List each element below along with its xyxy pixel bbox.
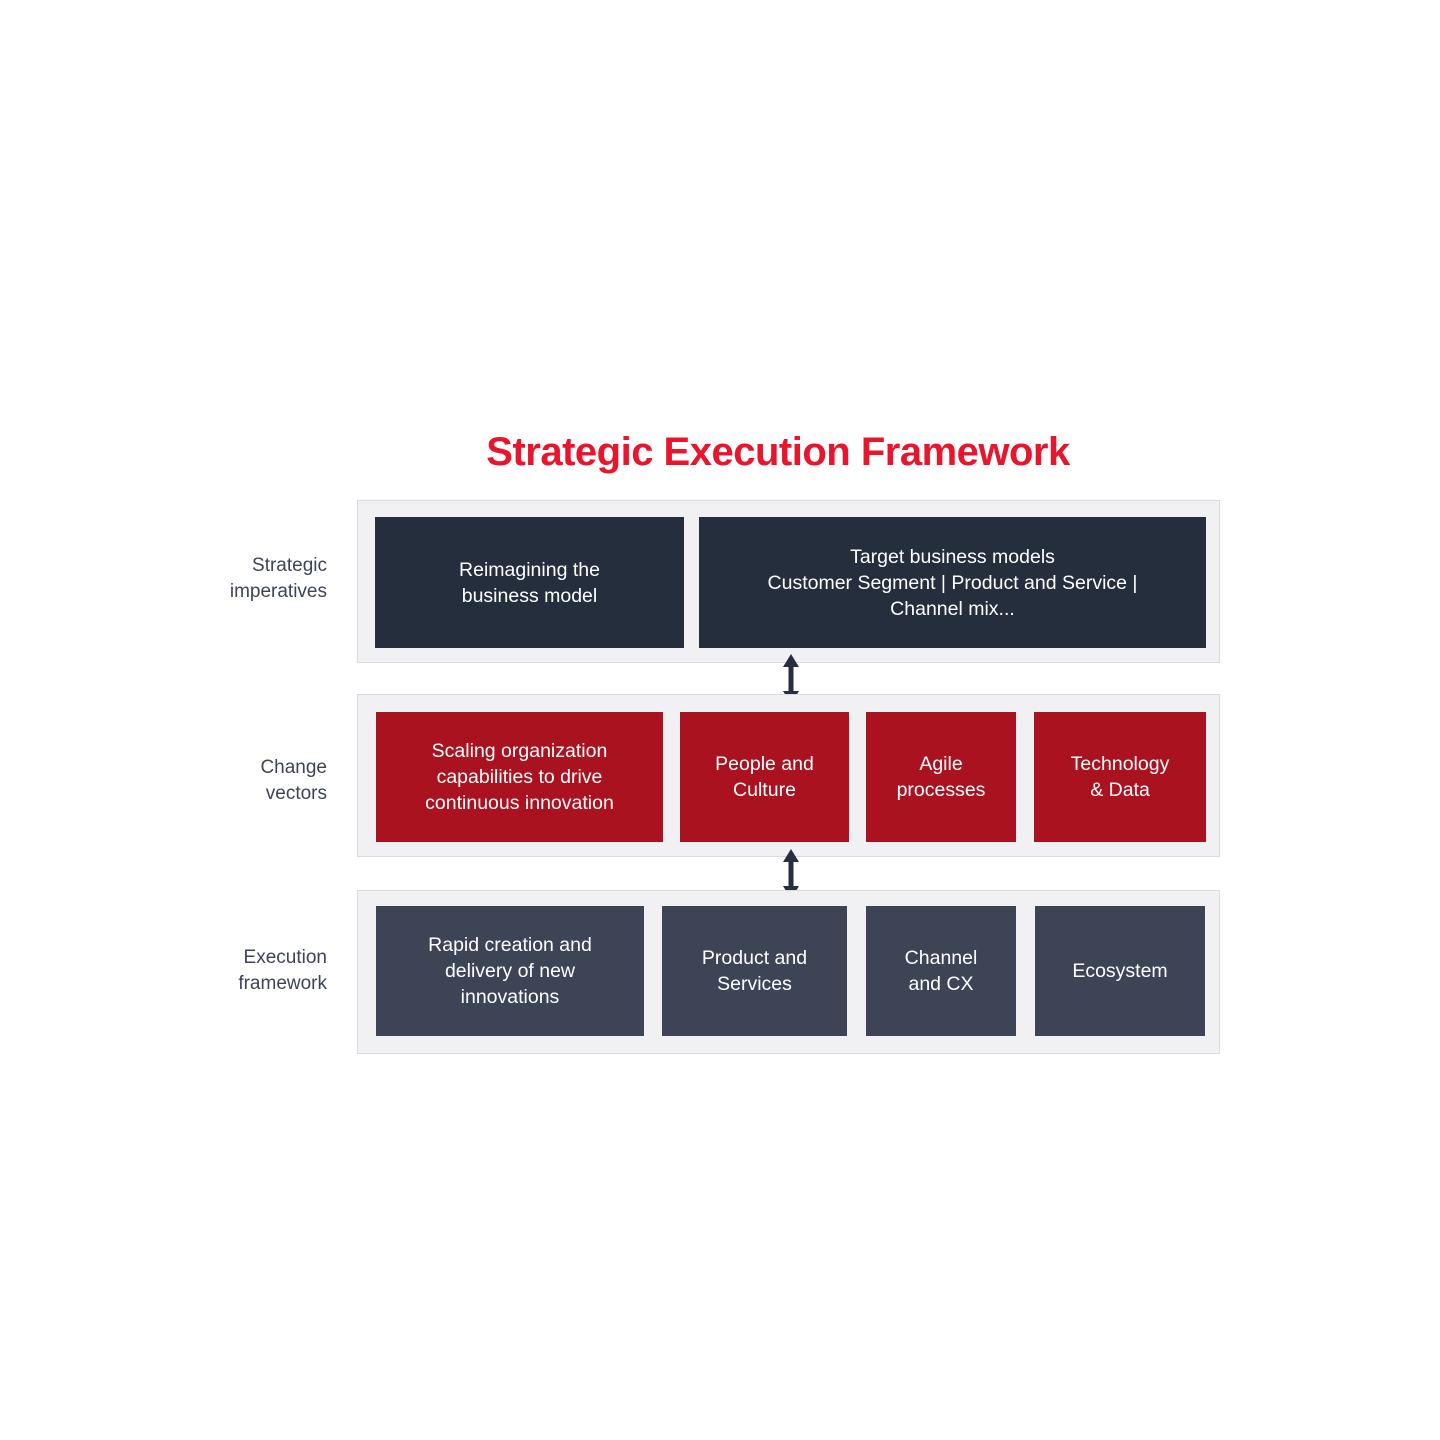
box-product-and-services: Product and Services (662, 906, 847, 1036)
box-people-and-culture: People and Culture (680, 712, 849, 842)
row-label-strategic-imperatives: Strategic imperatives (229, 555, 327, 602)
row-label-execution-framework: Execution framework (238, 947, 327, 994)
box-target-business-models: Target business models Customer Segment … (699, 517, 1206, 648)
box-rapid-creation-delivery: Rapid creation and delivery of new innov… (376, 906, 644, 1036)
box-technology-and-data: Technology & Data (1034, 712, 1206, 842)
box-ecosystem: Ecosystem (1035, 906, 1205, 1036)
diagram-title: Strategic Execution Framework (486, 430, 1070, 474)
row-label-change-vectors: Change vectors (260, 757, 327, 804)
box-channel-and-cx: Channel and CX (866, 906, 1016, 1036)
box-agile-processes: Agile processes (866, 712, 1016, 842)
box-scaling-organization: Scaling organization capabilities to dri… (376, 712, 663, 842)
box-reimagining-business-model: Reimagining the business model (375, 517, 684, 648)
